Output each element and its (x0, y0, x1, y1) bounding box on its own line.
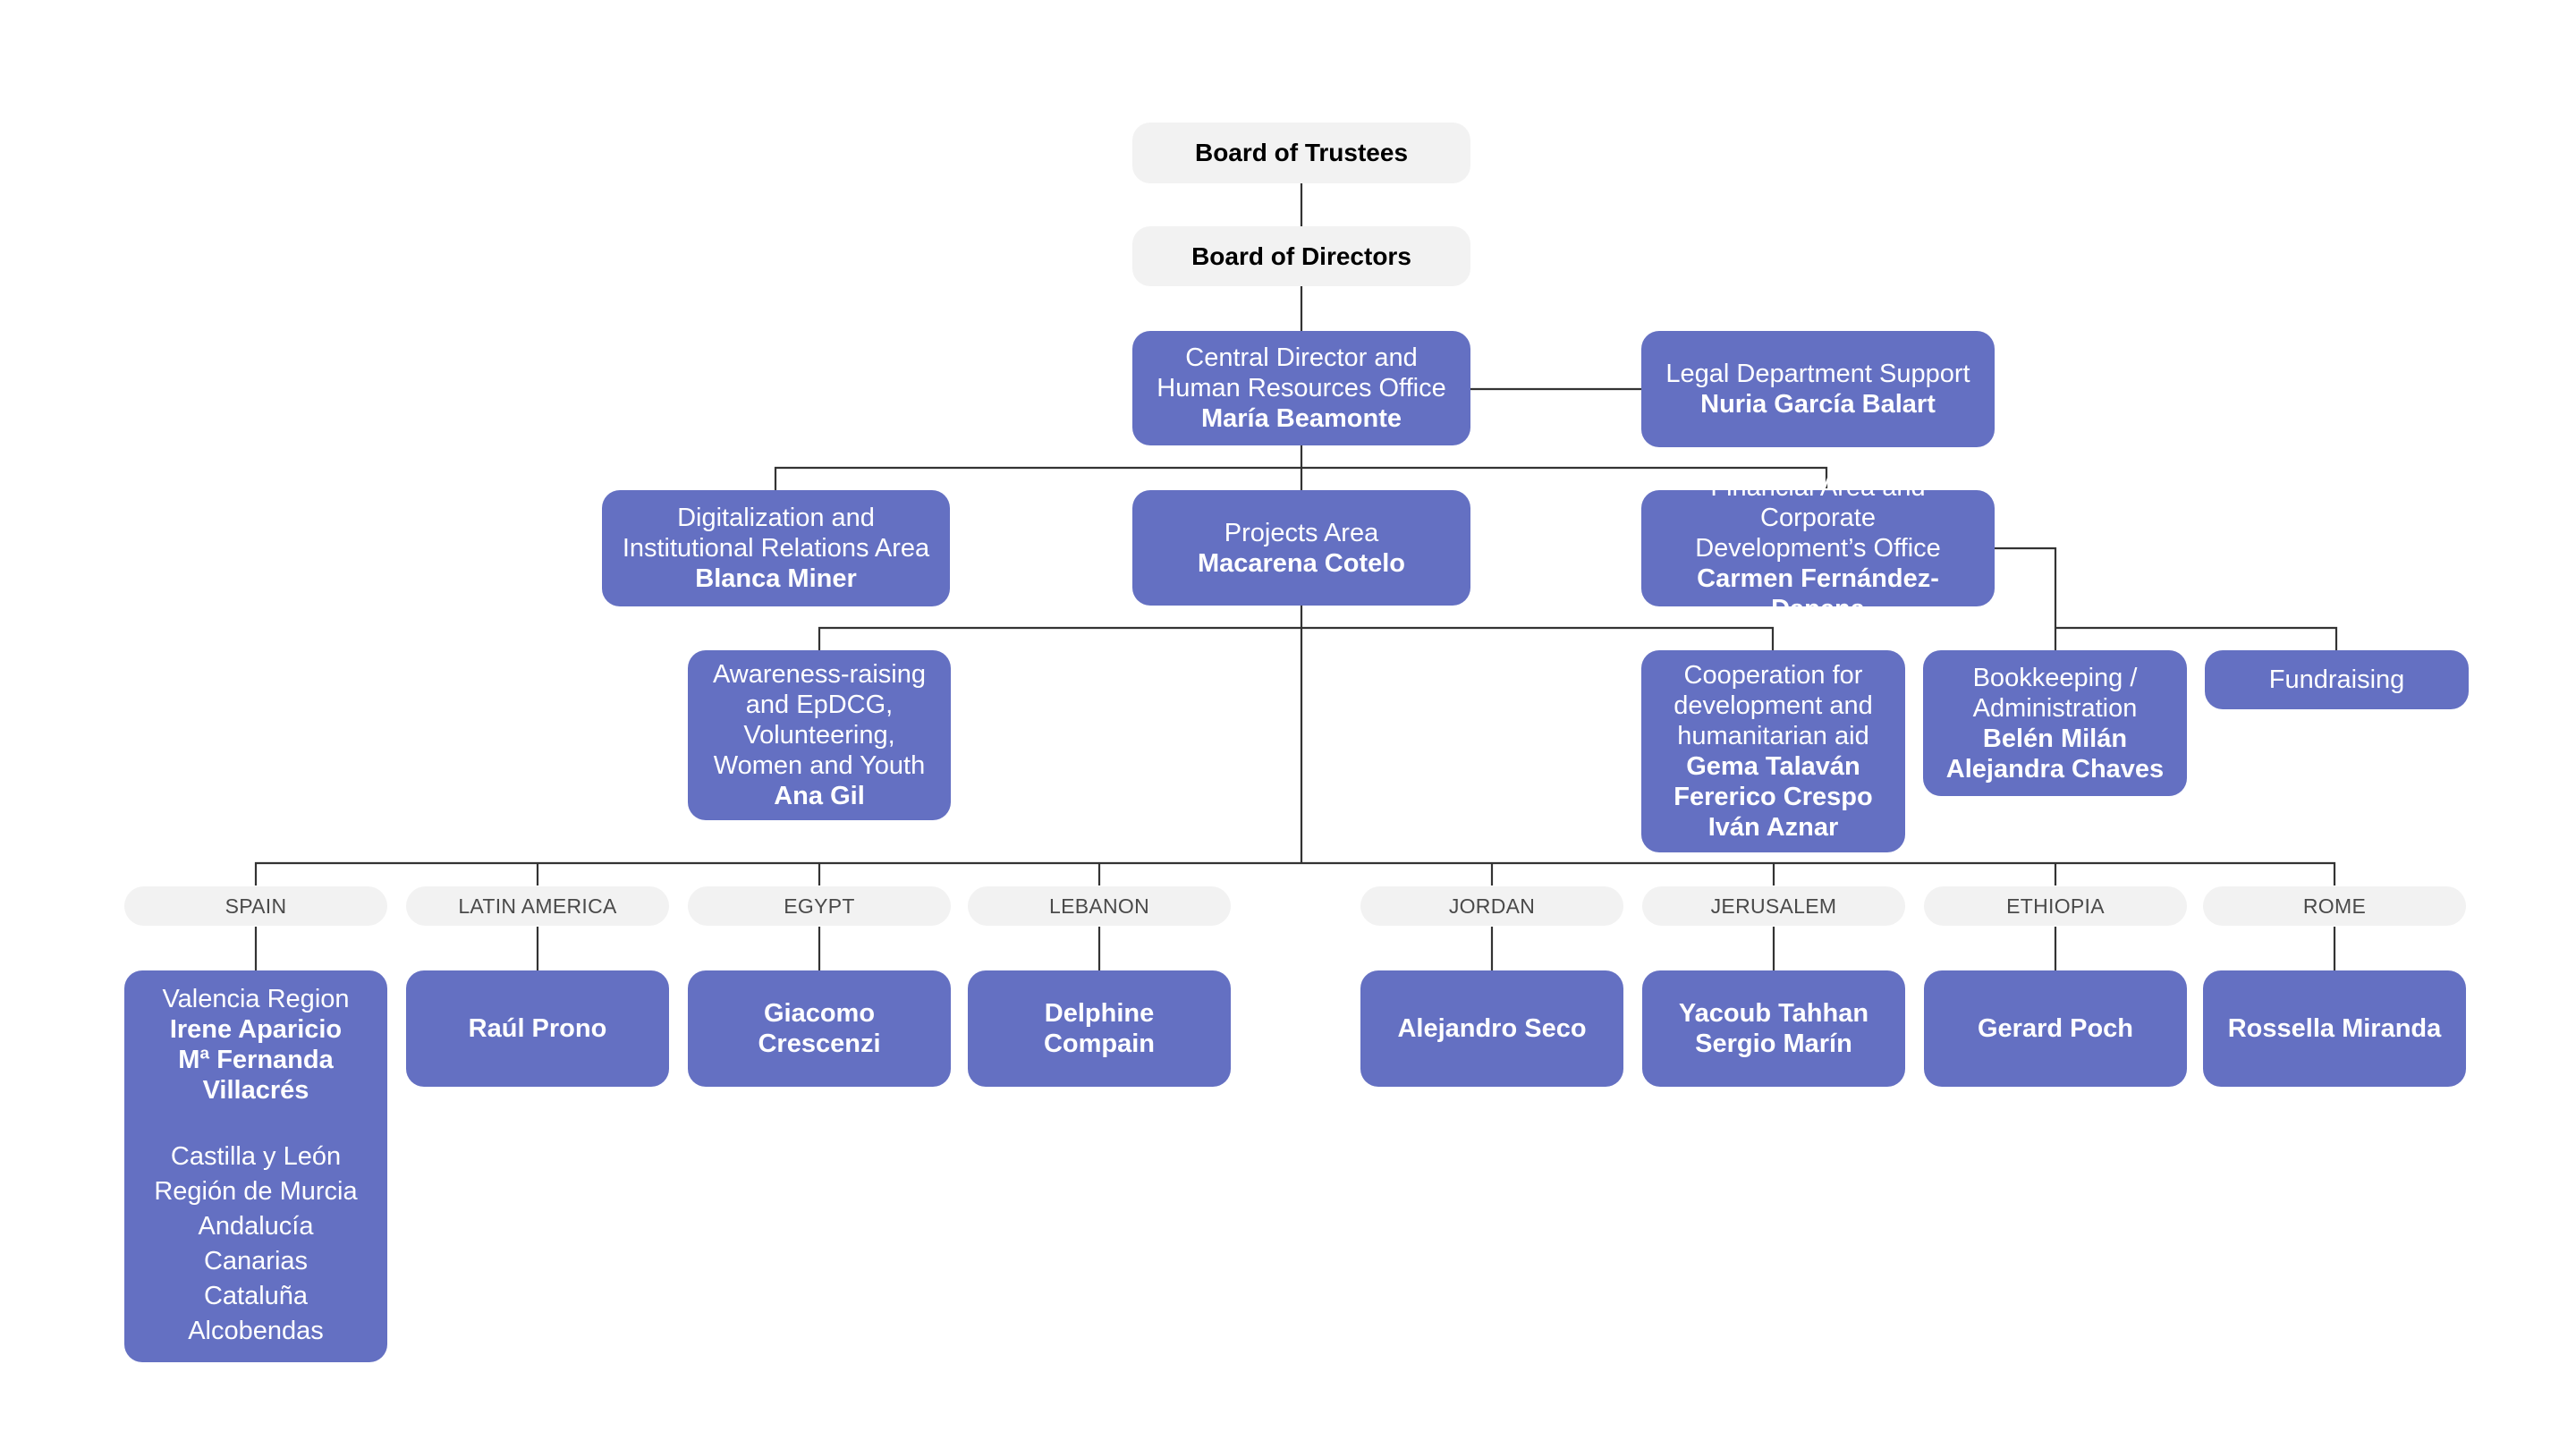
financial-area-box: Financial Area and Corporate Development… (1641, 473, 1995, 623)
board-of-directors-box: Board of Directors (1132, 226, 1470, 286)
region-latin-america: LATIN AMERICA (406, 886, 669, 926)
awareness-person: Ana Gil (774, 782, 865, 810)
jerusalem-person-1: Yacoub Tahhan (1678, 999, 1869, 1028)
spain-person-3: Villacrés (202, 1076, 309, 1105)
cooperation-person-2: Fererico Crespo (1674, 783, 1873, 811)
region-jordan: JORDAN (1360, 886, 1623, 926)
region-egypt: EGYPT (688, 886, 951, 926)
projects-area-box: Projects Area Macarena Cotelo (1132, 490, 1470, 606)
digitalization-box: Digitalization and Institutional Relatio… (602, 490, 950, 606)
region-rome: ROME (2203, 886, 2466, 926)
latin-america-box: Raúl Prono (406, 970, 669, 1087)
digitalization-line-1: Digitalization and (677, 504, 875, 532)
spain-box: Valencia Region Irene Aparicio Mª Fernan… (124, 970, 387, 1362)
bookkeeping-box: Bookkeeping / Administration Belén Milán… (1923, 650, 2187, 796)
spain-region-4: Canarias (203, 1247, 309, 1275)
bookkeeping-person-2: Alejandra Chaves (1945, 754, 2165, 784)
central-director-line-1: Central Director and (1185, 343, 1418, 372)
egypt-person-line-2: Crescenzi (758, 1030, 881, 1058)
lebanon-person-line-1: Delphine (1044, 999, 1155, 1028)
awareness-line-3: Volunteering, (743, 721, 895, 750)
ethiopia-box: Gerard Poch (1924, 970, 2187, 1087)
region-jerusalem: JERUSALEM (1642, 886, 1905, 926)
financial-area-line-1: Financial Area and Corporate (1710, 473, 1926, 532)
central-director-person: María Beamonte (1200, 404, 1402, 433)
awareness-line-1: Awareness-raising (712, 660, 927, 689)
egypt-box: Giacomo Crescenzi (688, 970, 951, 1087)
bookkeeping-line-2: Administration (1972, 693, 2138, 723)
spain-person-1: Irene Aparicio (169, 1015, 343, 1044)
cooperation-line-3: humanitarian aid (1677, 722, 1869, 750)
jordan-box: Alejandro Seco (1360, 970, 1623, 1087)
latin-america-person: Raúl Prono (468, 1014, 607, 1043)
digitalization-line-2: Institutional Relations Area (622, 534, 930, 563)
projects-area-person: Macarena Cotelo (1197, 548, 1406, 578)
legal-department-box: Legal Department Support Nuria García Ba… (1641, 331, 1995, 447)
cooperation-box: Cooperation for development and humanita… (1641, 650, 1905, 852)
cooperation-person-3: Iván Aznar (1707, 813, 1839, 842)
cooperation-line-1: Cooperation for (1683, 661, 1863, 690)
digitalization-person: Blanca Miner (695, 564, 857, 593)
ethiopia-person: Gerard Poch (1977, 1014, 2134, 1043)
spain-region-2: Región de Murcia (154, 1177, 358, 1206)
region-spain: SPAIN (124, 886, 387, 926)
fundraising-box: Fundraising (2205, 650, 2469, 709)
bookkeeping-person-1: Belén Milán (1982, 724, 2128, 753)
egypt-person-line-1: Giacomo (763, 999, 876, 1028)
legal-department-line-1: Legal Department Support (1665, 360, 1970, 388)
jordan-person: Alejandro Seco (1397, 1014, 1587, 1043)
spain-region-5: Cataluña (203, 1282, 309, 1310)
awareness-line-2: and EpDCG, (745, 691, 894, 719)
financial-area-line-2: Development’s Office (1695, 534, 1941, 563)
central-director-line-2: Human Resources Office (1157, 374, 1446, 402)
spain-region-3: Andalucía (198, 1212, 314, 1241)
spain-region-1: Castilla y León (170, 1142, 342, 1171)
awareness-raising-box: Awareness-raising and EpDCG, Volunteerin… (688, 650, 951, 820)
region-ethiopia: ETHIOPIA (1924, 886, 2187, 926)
spain-person-2: Mª Fernanda (178, 1046, 334, 1074)
board-of-trustees-label: Board of Trustees (1194, 139, 1409, 166)
region-lebanon: LEBANON (968, 886, 1231, 926)
bookkeeping-line-1: Bookkeeping / (1972, 663, 2138, 692)
board-of-directors-label: Board of Directors (1191, 242, 1411, 270)
lebanon-box: Delphine Compain (968, 970, 1231, 1087)
central-director-box: Central Director and Human Resources Off… (1132, 331, 1470, 445)
rome-box: Rossella Miranda (2203, 970, 2466, 1087)
financial-area-person: Carmen Fernández-Dapena (1697, 564, 1939, 623)
awareness-line-4: Women and Youth (713, 751, 926, 780)
rome-person: Rossella Miranda (2227, 1014, 2442, 1043)
projects-area-line-1: Projects Area (1224, 518, 1379, 547)
jerusalem-person-2: Sergio Marín (1695, 1030, 1852, 1058)
spain-region-6: Alcobendas (188, 1317, 324, 1345)
spain-head: Valencia Region (162, 985, 350, 1013)
fundraising-label: Fundraising (2268, 665, 2405, 694)
board-of-trustees-box: Board of Trustees (1132, 123, 1470, 183)
lebanon-person-line-2: Compain (1043, 1030, 1156, 1058)
jerusalem-box: Yacoub Tahhan Sergio Marín (1642, 970, 1905, 1087)
legal-department-person: Nuria García Balart (1700, 390, 1936, 419)
cooperation-person-1: Gema Talaván (1686, 752, 1860, 781)
cooperation-line-2: development and (1674, 691, 1873, 720)
